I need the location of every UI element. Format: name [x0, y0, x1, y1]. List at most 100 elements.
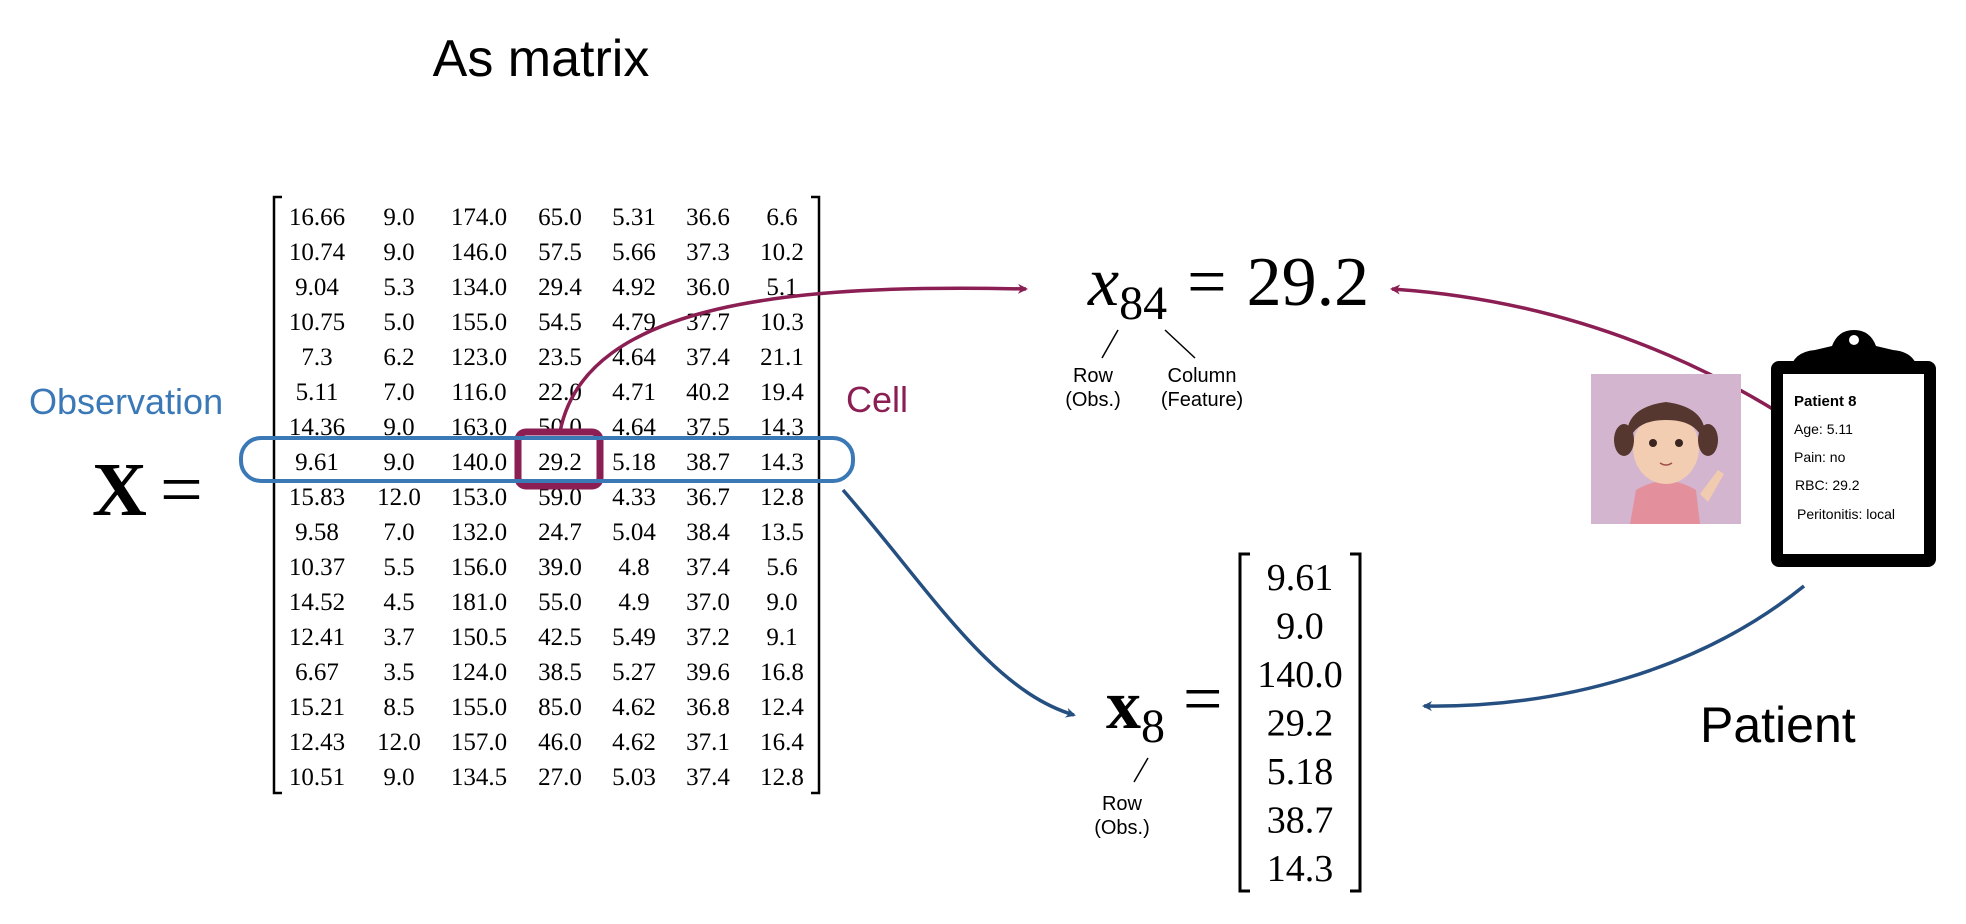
- matrix-cell: 5.03: [612, 764, 656, 791]
- matrix-cell: 5.66: [612, 239, 656, 266]
- matrix-cell: 37.3: [686, 239, 730, 266]
- matrix-cell: 150.5: [451, 624, 507, 651]
- cell-to-equation-arrow: [558, 283, 1028, 433]
- matrix-cell: 5.0: [383, 309, 414, 336]
- matrix-cell: 140.0: [451, 449, 507, 476]
- matrix-cell: 54.5: [538, 309, 582, 336]
- matrix-cell: 65.0: [538, 204, 582, 231]
- matrix-cell: 4.8: [618, 554, 649, 581]
- column-label: Column(Feature): [1161, 365, 1243, 411]
- matrix-cell: 37.4: [686, 344, 730, 371]
- column-pointer-line: [1164, 329, 1196, 359]
- matrix-cell: 153.0: [451, 484, 507, 511]
- vector-cell: 9.61: [1267, 557, 1334, 599]
- cell-equals: =: [1187, 244, 1226, 321]
- matrix-cell: 40.2: [686, 379, 730, 406]
- matrix-cell: 174.0: [451, 204, 507, 231]
- matrix-cell: 42.5: [538, 624, 582, 651]
- matrix-left-bracket: [272, 195, 282, 795]
- matrix-cell: 37.4: [686, 554, 730, 581]
- child-avatar-illustration: [1591, 374, 1741, 524]
- vector-cell: 38.7: [1267, 800, 1334, 842]
- matrix-cell: 57.5: [538, 239, 582, 266]
- matrix-cell: 132.0: [451, 519, 507, 546]
- matrix-cell: 37.1: [686, 729, 730, 756]
- matrix-cell: 4.33: [612, 484, 656, 511]
- observation-row-highlight: [239, 436, 855, 483]
- matrix-cell: 134.5: [451, 764, 507, 791]
- matrix-cell: 4.62: [612, 694, 656, 721]
- matrix-cell: 36.6: [686, 204, 730, 231]
- matrix-cell: 5.49: [612, 624, 656, 651]
- matrix-cell: 9.0: [766, 589, 797, 616]
- clipboard-icon: [1771, 330, 1936, 567]
- matrix-cell: 21.1: [760, 344, 804, 371]
- matrix-cell: 8.5: [383, 694, 414, 721]
- matrix-cell: 36.8: [686, 694, 730, 721]
- matrix-cell: 12.41: [289, 624, 345, 651]
- cell-symbol: x: [1087, 244, 1119, 321]
- matrix-cell: 5.18: [612, 449, 656, 476]
- clipboard-title: Patient 8: [1794, 393, 1857, 410]
- vector-right-bracket: [1350, 552, 1362, 893]
- matrix-cell: 12.4: [760, 694, 804, 721]
- vector-cell: 29.2: [1267, 703, 1334, 745]
- vector-cell: 5.18: [1267, 751, 1334, 793]
- matrix-cell: 3.7: [383, 624, 414, 651]
- clipboard-line-rbc: RBC: 29.2: [1795, 477, 1860, 493]
- clipboard-line-age: Age: 5.11: [1794, 421, 1853, 437]
- matrix-cell: 9.0: [383, 239, 414, 266]
- matrix-cell: 29.4: [538, 274, 582, 301]
- vector-cell: 140.0: [1257, 654, 1343, 696]
- matrix-cell: 9.0: [383, 764, 414, 791]
- matrix-cell: 116.0: [451, 379, 506, 406]
- clipboard-line-peritonitis: Peritonitis: local: [1797, 506, 1895, 522]
- matrix-cell: 27.0: [538, 764, 582, 791]
- matrix-cell: 7.3: [301, 344, 332, 371]
- matrix-cell: 85.0: [538, 694, 582, 721]
- matrix-cell: 6.67: [295, 659, 339, 686]
- matrix-cell: 4.62: [612, 729, 656, 756]
- matrix-cell: 9.0: [383, 449, 414, 476]
- matrix-cell: 9.58: [295, 519, 339, 546]
- matrix-cell: 36.7: [686, 484, 730, 511]
- cell-equation: x84=29.2: [1087, 244, 1369, 330]
- clipboard-line-pain: Pain: no: [1794, 449, 1846, 465]
- matrix-cell: 37.4: [686, 764, 730, 791]
- matrix-cell: 10.51: [289, 764, 345, 791]
- vector-equation: x8=: [1106, 661, 1222, 753]
- matrix-cell: 9.61: [295, 449, 339, 476]
- matrix-cell: 12.0: [377, 729, 421, 756]
- matrix-cell: 16.66: [289, 204, 345, 231]
- matrix-cell: 10.74: [289, 239, 346, 266]
- matrix-cell: 9.1: [766, 624, 797, 651]
- vector-symbol: x: [1106, 667, 1141, 744]
- matrix-cell: 157.0: [451, 729, 507, 756]
- matrix-cell: 6.2: [383, 344, 414, 371]
- matrix-cell: 38.7: [686, 449, 730, 476]
- matrix-cell: 134.0: [451, 274, 507, 301]
- matrix-cell: 9.04: [295, 274, 339, 301]
- vector-row-label: Row(Obs.): [1094, 793, 1150, 839]
- patient-to-vector-arrow: [1422, 584, 1806, 712]
- matrix-cell: 39.6: [686, 659, 730, 686]
- matrix-cell: 46.0: [538, 729, 582, 756]
- matrix-cell: 14.52: [289, 589, 345, 616]
- matrix-cell: 14.3: [760, 449, 804, 476]
- matrix-cell: 4.9: [618, 589, 649, 616]
- matrix-cell: 5.04: [612, 519, 656, 546]
- matrix-cell: 37.2: [686, 624, 730, 651]
- matrix-cell: 29.2: [538, 449, 582, 476]
- matrix-right-bracket: [811, 195, 821, 795]
- vector-subscript: 8: [1141, 700, 1165, 753]
- cell-highlight: [514, 428, 604, 490]
- matrix-cell: 4.5: [383, 589, 414, 616]
- matrix-cell: 37.7: [686, 309, 730, 336]
- matrix-cell: 10.37: [289, 554, 345, 581]
- vector-cell: 14.3: [1267, 848, 1334, 890]
- matrix-cell: 4.71: [612, 379, 656, 406]
- matrix-cell: 123.0: [451, 344, 507, 371]
- vector-row-pointer-line: [1133, 757, 1149, 783]
- patient-label: Patient: [1700, 697, 1856, 753]
